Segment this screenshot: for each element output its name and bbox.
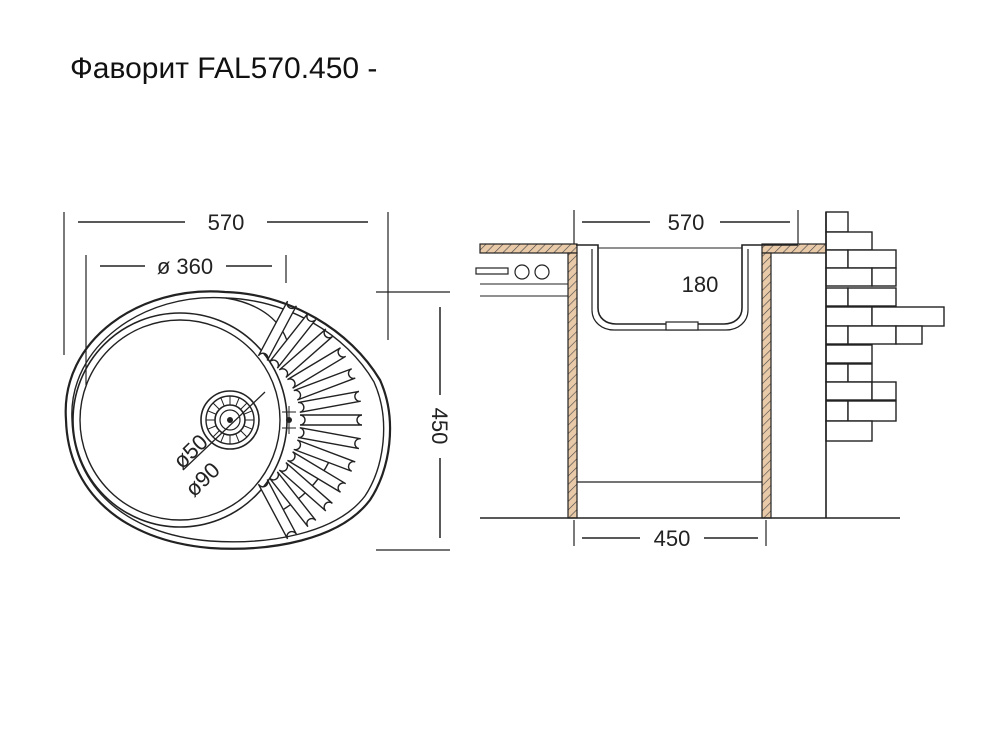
- brick: [847, 325, 897, 345]
- brick: [825, 381, 873, 401]
- drain-spoke: [212, 430, 220, 438]
- top-depth-dimension: 450: [376, 291, 452, 551]
- brick-wall: [825, 211, 945, 518]
- overflow-hole: [282, 406, 296, 434]
- drainboard-rib: [257, 300, 298, 361]
- bowl-depth-label: 180: [682, 272, 719, 297]
- drain-spoke: [212, 402, 220, 410]
- drainboard-rib: [297, 390, 361, 414]
- drainboard-rib: [299, 414, 363, 426]
- drainboard: [225, 297, 363, 540]
- bowl-diameter-label: ø 360: [157, 254, 213, 279]
- brick: [825, 306, 873, 327]
- brick: [825, 344, 873, 364]
- drain-spoke: [235, 433, 240, 443]
- brick: [825, 231, 873, 251]
- sink-bowl-section: 180: [576, 244, 798, 331]
- drain-grate: [206, 396, 254, 444]
- drainboard-rib: [268, 312, 317, 369]
- side-width-label: 570: [668, 210, 705, 235]
- drain-spoke: [207, 425, 217, 430]
- drain-spoke: [220, 397, 225, 407]
- drain-spoke: [243, 425, 253, 430]
- brick: [825, 249, 849, 269]
- drainboard-rib: [287, 451, 347, 493]
- brick: [847, 400, 897, 422]
- slide-title: Фаворит FAL570.450 -: [70, 52, 378, 85]
- drainboard-rib: [278, 461, 333, 512]
- bowl-diameter-dimension: ø 360: [85, 254, 287, 385]
- drainboard-rib: [278, 328, 333, 379]
- brick: [825, 420, 873, 442]
- cabinet-walls: [480, 252, 900, 519]
- drain-spoke: [220, 433, 225, 443]
- sink-outline: [64, 290, 392, 550]
- brick: [847, 287, 897, 307]
- drainboard-ribs: [257, 300, 363, 540]
- cabinet-width-label: 450: [654, 526, 691, 551]
- brick: [895, 325, 923, 345]
- brick: [847, 249, 897, 269]
- brick: [825, 211, 849, 233]
- drain-spoke: [243, 410, 253, 415]
- drain-spoke: [235, 397, 240, 407]
- side-view: 570 180: [475, 210, 945, 551]
- brick: [825, 363, 849, 383]
- cabinet-width-dimension: 450: [573, 520, 767, 551]
- brick: [871, 381, 897, 401]
- brick: [825, 287, 849, 307]
- top-width-dimension: 570: [63, 210, 389, 355]
- drain-spoke: [240, 430, 248, 438]
- brick: [871, 306, 945, 327]
- cabinet-hardware: [475, 264, 550, 280]
- top-width-label: 570: [208, 210, 245, 235]
- round-bowl: [72, 312, 288, 528]
- top-view: 570 ø 360 450: [63, 210, 452, 551]
- countertop: [479, 243, 828, 297]
- side-width-dimension: 570: [573, 210, 799, 245]
- drain-spoke: [207, 410, 217, 415]
- brick: [871, 267, 897, 287]
- brick: [825, 325, 849, 345]
- brick: [825, 400, 849, 422]
- drainboard-rib: [293, 439, 356, 472]
- drainboard-rib: [293, 368, 356, 401]
- drain-fitting: ø50 ø90: [168, 390, 266, 502]
- brick: [825, 267, 873, 287]
- drain-spoke: [240, 402, 248, 410]
- top-depth-label: 450: [427, 408, 452, 445]
- brick: [847, 363, 873, 383]
